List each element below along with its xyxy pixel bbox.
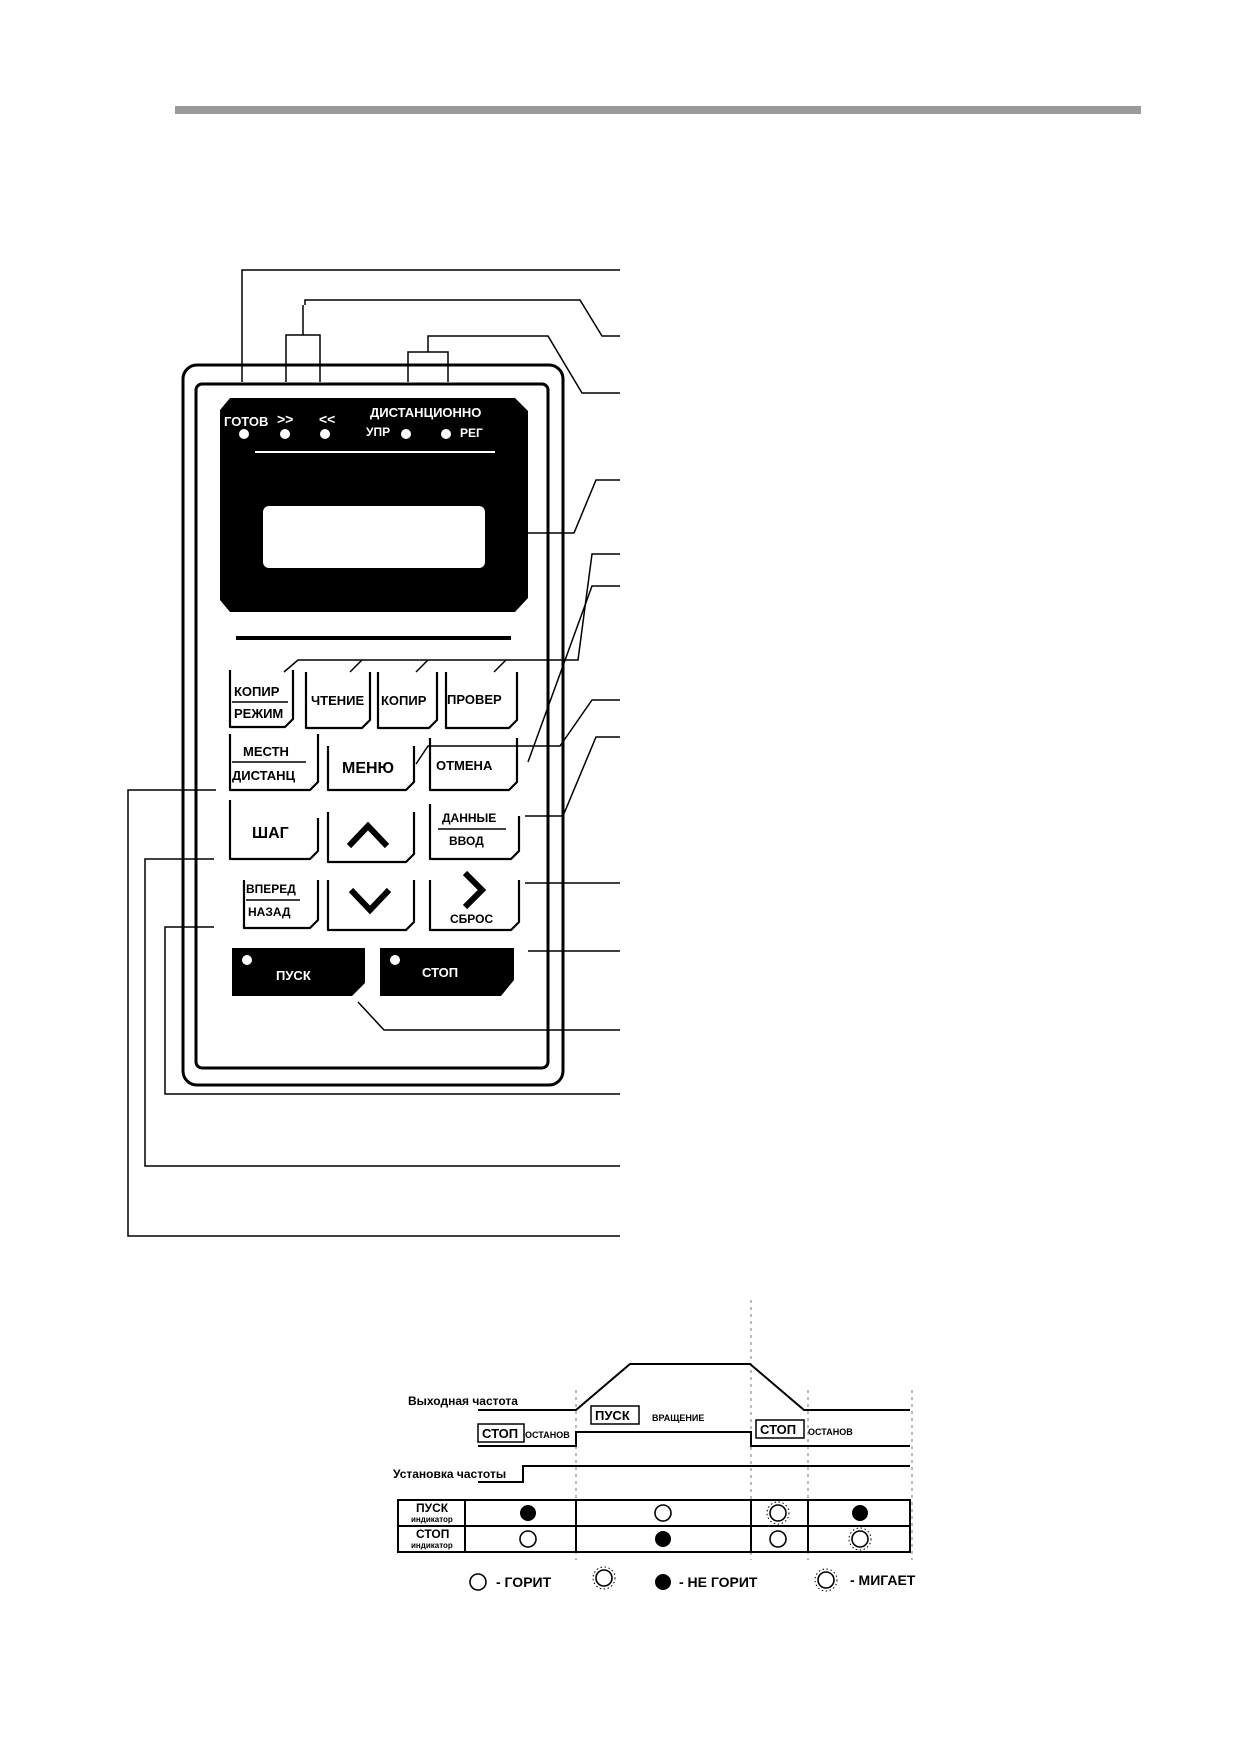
read-key-label: ЧТЕНИЕ [311, 693, 364, 708]
jog-key-label: ШАГ [252, 825, 289, 842]
cancel-key[interactable]: ОТМЕНА [428, 738, 519, 792]
local-remote-key[interactable]: МЕСТН ДИСТАНЦ [228, 734, 320, 792]
led-ready [239, 429, 249, 439]
keypad-inner-frame [194, 382, 550, 1070]
verify-key[interactable]: ПРОВЕР [444, 672, 519, 730]
forward-reverse-key[interactable]: ВПЕРЕД НАЗАД [242, 880, 320, 930]
verify-key-label: ПРОВЕР [447, 692, 502, 707]
led-forward [280, 429, 290, 439]
up-key[interactable] [326, 812, 416, 864]
callout-lines [127, 269, 620, 1237]
data-enter-key-bottom: ВВОД [449, 834, 484, 848]
menu-key[interactable]: МЕНЮ [326, 746, 416, 792]
copy-key[interactable]: КОПИР [376, 672, 439, 730]
run-key[interactable]: ПУСК [232, 948, 365, 996]
label-ref: РЕГ [460, 426, 483, 440]
lcd-window [263, 506, 485, 568]
led-reverse [320, 429, 330, 439]
shift-reset-key[interactable]: СБРОС [428, 870, 521, 932]
read-key[interactable]: ЧТЕНИЕ [304, 672, 372, 730]
led-ref [441, 429, 451, 439]
down-arrow-icon [348, 887, 392, 915]
copy-mode-key[interactable]: КОПИР РЕЖИМ [228, 670, 295, 729]
shift-reset-key-label: СБРОС [450, 912, 493, 926]
run-led [242, 955, 252, 965]
led-ctrl [401, 429, 411, 439]
down-key[interactable] [326, 880, 416, 932]
cancel-key-label: ОТМЕНА [436, 758, 493, 773]
top-rule [175, 106, 1141, 114]
forward-reverse-key-bottom: НАЗАД [248, 905, 291, 919]
stop-led [390, 955, 400, 965]
label-forward: >> [277, 411, 293, 427]
label-remote: ДИСТАНЦИОННО [370, 405, 481, 420]
right-arrow-icon [462, 870, 487, 910]
jog-key[interactable]: ШАГ [228, 800, 320, 861]
up-arrow-icon [346, 821, 390, 849]
stop-key[interactable]: СТОП [380, 948, 514, 996]
copy-key-label: КОПИР [381, 693, 427, 708]
label-ready: ГОТОВ [224, 414, 268, 429]
local-remote-key-bottom: ДИСТАНЦ [232, 768, 296, 783]
run-key-label: ПУСК [276, 968, 311, 983]
forward-reverse-key-top: ВПЕРЕД [246, 882, 296, 896]
keypad-outer-frame [181, 363, 565, 1087]
label-ctrl: УПР [366, 425, 390, 439]
label-reverse: << [319, 411, 335, 427]
copy-mode-key-bottom: РЕЖИМ [234, 706, 283, 721]
data-enter-key[interactable]: ДАННЫЕ ВВОД [428, 804, 521, 861]
stop-key-label: СТОП [422, 965, 458, 980]
menu-key-label: МЕНЮ [342, 760, 394, 777]
copy-mode-key-top: КОПИР [234, 684, 280, 699]
local-remote-key-top: МЕСТН [243, 744, 289, 759]
data-enter-key-top: ДАННЫЕ [442, 811, 496, 825]
